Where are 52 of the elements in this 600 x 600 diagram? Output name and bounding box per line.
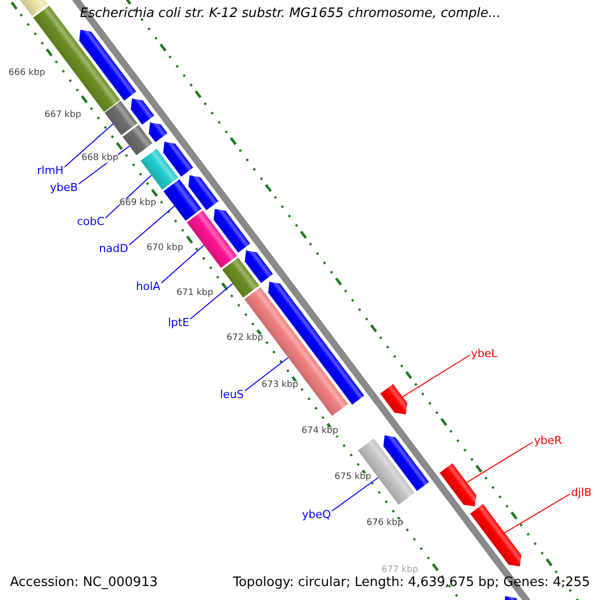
gene-block [244, 287, 348, 416]
gene-label: ybeL [471, 348, 498, 358]
leader-line [504, 494, 570, 534]
gene-block [440, 463, 476, 506]
gene-block [244, 250, 273, 283]
gene-block [140, 148, 178, 190]
leader-line [402, 354, 470, 398]
leader-line [128, 206, 175, 246]
gene-block [214, 208, 250, 253]
gene-label: holA [136, 280, 160, 292]
gene-block [188, 175, 218, 210]
title: Escherichia coli str. K-12 substr. MG1655 chromosome, comple... [80, 7, 501, 20]
scale-label: 668 kbp [82, 154, 118, 162]
scale-label: 667 kbp [44, 110, 82, 120]
gene-block [163, 179, 202, 221]
leader-line [160, 244, 204, 284]
gene-block [470, 504, 522, 566]
leader-line [466, 442, 534, 483]
gene-block [163, 142, 194, 177]
scale-label: 677 kbp [382, 566, 418, 574]
scale-label: 676 kbp [366, 518, 404, 528]
gene-block [380, 384, 408, 414]
scale-label: 672 kbp [226, 334, 264, 342]
scale-label: 675 kbp [334, 472, 372, 482]
leader-line [104, 174, 152, 218]
gene-label: lptE [168, 316, 190, 328]
gene-label: djlB [571, 486, 592, 498]
leader-line [331, 477, 379, 512]
scale-label: 670 kbp [146, 244, 184, 252]
scale-label: 669 kbp [120, 198, 156, 208]
summary-text: Topology: circular; Length: 4,639,675 bp; Genes: 4,255 [233, 574, 590, 590]
gene-label: cobC [77, 216, 104, 226]
scale-label: 674 kbp [302, 426, 338, 436]
gene-label: leuS [220, 388, 244, 400]
gene-label: ybeB [50, 182, 78, 192]
gene-block [19, 0, 48, 16]
gene-block [148, 122, 168, 142]
gene-block [130, 98, 154, 125]
gene-block [104, 100, 138, 136]
scale-label: 673 kbp [262, 380, 298, 390]
gene-label: ybeQ [302, 508, 331, 520]
gene-block [383, 435, 429, 491]
gene-label: nadD [99, 242, 128, 254]
gene-label: ybeR [534, 434, 562, 446]
gene-block [222, 258, 260, 298]
scale-label: 666 kbp [8, 68, 46, 78]
leader-line [64, 124, 114, 168]
leader-line [244, 357, 289, 392]
accession-text: Accession: NC_000913 [10, 574, 158, 590]
scale-label: 671 kbp [176, 288, 214, 298]
gene-label: rlmH [37, 164, 64, 176]
leader-line [190, 283, 234, 320]
